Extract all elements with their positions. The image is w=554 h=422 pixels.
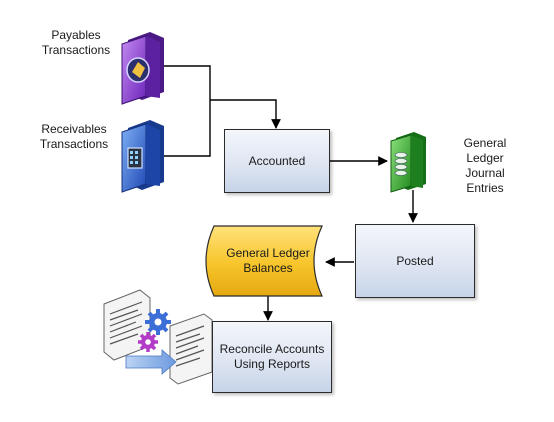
posted-label: Posted <box>396 253 434 268</box>
gears-icon <box>138 309 171 352</box>
connector-to-accounted <box>210 99 281 129</box>
reconcile-accounts-node: Reconcile Accounts Using Reports <box>212 321 332 393</box>
payables-transactions-label: Payables Transactions <box>41 28 111 57</box>
gl-journal-entries-label: General Ledger Journal Entries <box>463 136 507 195</box>
posted-node: Posted <box>355 224 475 298</box>
connector-receivables <box>162 100 211 157</box>
payables-book-icon <box>121 32 164 105</box>
accounted-node: Accounted <box>224 129 330 193</box>
reconcile-accounts-label: Reconcile Accounts Using Reports <box>219 342 325 371</box>
connectors <box>162 65 418 321</box>
reports-documents-icon <box>103 289 213 385</box>
gl-balances-label: General Ledger Balances <box>226 246 310 275</box>
journal-book-icon <box>390 132 426 193</box>
receivables-book-icon <box>121 120 164 193</box>
gl-balances-shape <box>205 225 323 297</box>
connector-payables <box>162 65 211 100</box>
receivables-transactions-label: Receivables Transactions <box>39 122 109 151</box>
accounted-label: Accounted <box>248 153 306 168</box>
